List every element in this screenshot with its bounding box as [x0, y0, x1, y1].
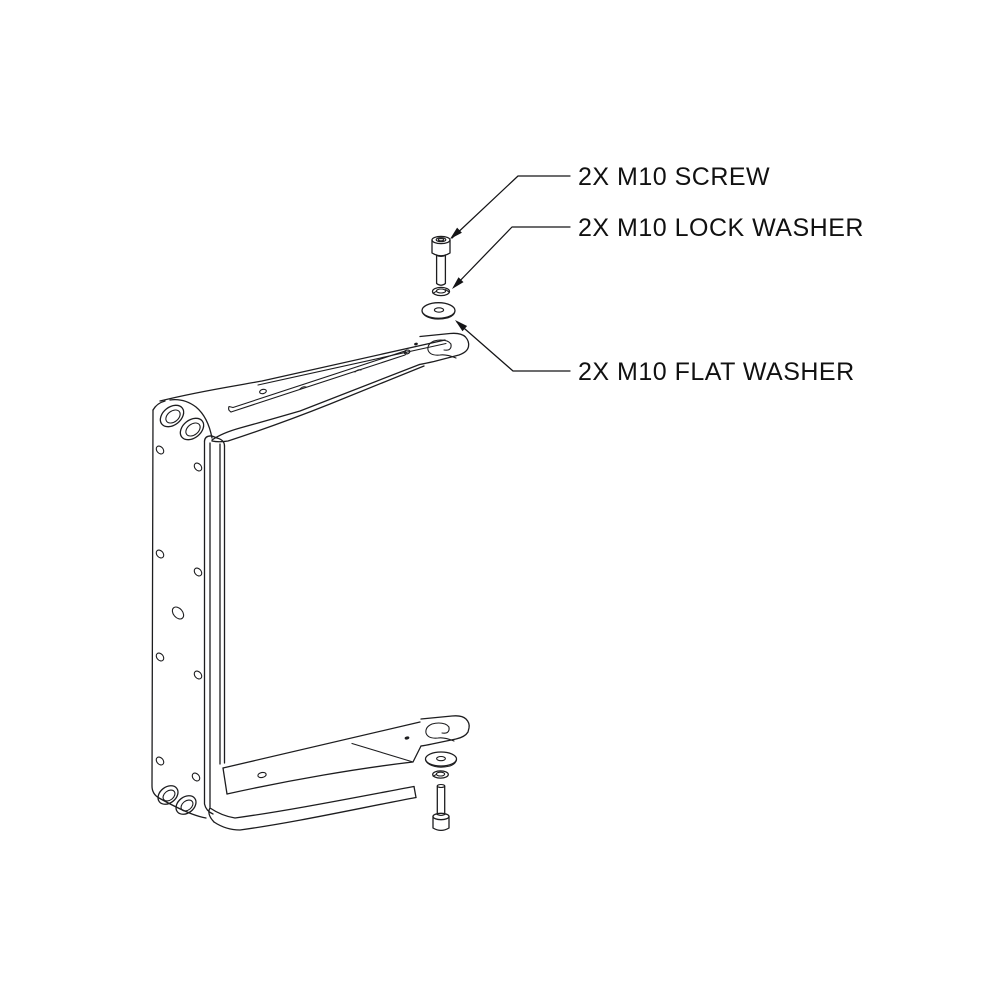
bracket-bottom-arm	[208, 715, 470, 831]
bottom-screw	[432, 783, 450, 832]
callout-label-flat-washer: 2X M10 FLAT WASHER	[578, 358, 855, 386]
bracket-left-plate	[151, 399, 226, 819]
callout-label-lock-washer: 2X M10 LOCK WASHER	[578, 214, 864, 242]
callout-leaders	[450, 175, 571, 372]
bracket-top-arm	[159, 332, 470, 443]
top-flat-washer	[421, 302, 456, 320]
top-screw	[431, 235, 451, 286]
leader-screw	[450, 175, 571, 239]
bottom-flat-washer	[424, 751, 458, 768]
leader-flat-washer	[455, 320, 571, 372]
bracket-corner-bosses	[157, 404, 205, 815]
top-lock-washer	[431, 286, 451, 297]
bottom-lock-washer	[432, 770, 449, 779]
leader-lock-washer	[452, 226, 571, 289]
callout-label-screw: 2X M10 SCREW	[578, 163, 771, 191]
